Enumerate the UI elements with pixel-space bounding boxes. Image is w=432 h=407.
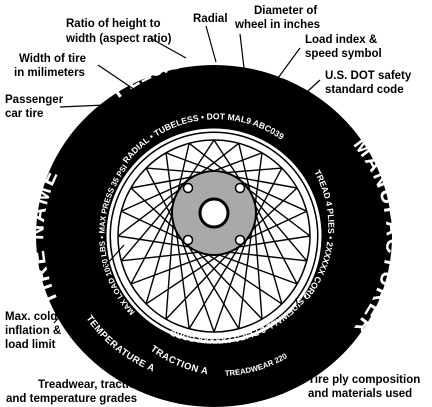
spoke [117, 235, 195, 249]
spoke [130, 252, 215, 285]
callout-ply: Tire ply composition and materials used [308, 374, 423, 400]
lug-nut-1 [182, 182, 194, 194]
spoke [238, 223, 254, 329]
callout-cold-inflation: Max. cold inflation & load limit [5, 311, 64, 351]
callout-radial: Radial [193, 13, 228, 25]
spoke [174, 223, 190, 329]
spoke [121, 251, 204, 262]
spoke [213, 252, 298, 285]
callout-treadwear: Treadwear, traction and temperature grad… [6, 379, 146, 405]
leader-passenger [59, 103, 129, 108]
leader-cold-inflation [53, 244, 125, 324]
callout-load-speed: Load index & speed symbol [305, 34, 382, 60]
spoke [233, 235, 311, 249]
leader-load-speed [277, 47, 301, 79]
spoke [145, 167, 177, 224]
leader-aspect-ratio [149, 37, 187, 59]
callout-dot: U.S. DOT safety standard code [325, 70, 414, 96]
spoke [178, 232, 215, 333]
spoke [251, 167, 283, 224]
spoke [188, 240, 243, 330]
spoke [130, 187, 180, 234]
callout-aspect-ratio: Ratio of height to width (aspect ratio) [65, 18, 172, 45]
spoke [251, 202, 283, 305]
leader-radial [205, 25, 217, 63]
spoke [185, 240, 240, 330]
spoke [248, 187, 298, 234]
spoke [165, 212, 175, 320]
lug-nut-4 [234, 234, 246, 246]
leader-treadwear [137, 353, 157, 383]
hub-center [198, 197, 230, 229]
lug-nut-2 [234, 182, 246, 194]
leader-lines [53, 25, 321, 383]
spoke [145, 202, 177, 305]
rim-outline [106, 128, 322, 344]
callout-passenger: Passenger car tire [5, 94, 66, 120]
spoke [193, 247, 263, 320]
spoke [213, 232, 250, 333]
spoke [165, 247, 235, 320]
lug-nut-3 [182, 234, 194, 246]
leader-width [97, 64, 139, 93]
leader-ply [295, 297, 311, 369]
spoke [241, 210, 307, 243]
leader-dot [271, 79, 321, 125]
spoke [121, 210, 187, 243]
spoke [253, 212, 263, 320]
callout-diameter: Diameter of wheel in inches [234, 5, 320, 31]
callout-width: Width of tire in milimeters [14, 53, 89, 79]
spoke [145, 251, 225, 305]
spoke [203, 251, 283, 305]
spoke [224, 251, 307, 262]
leader-diameter [239, 33, 245, 69]
